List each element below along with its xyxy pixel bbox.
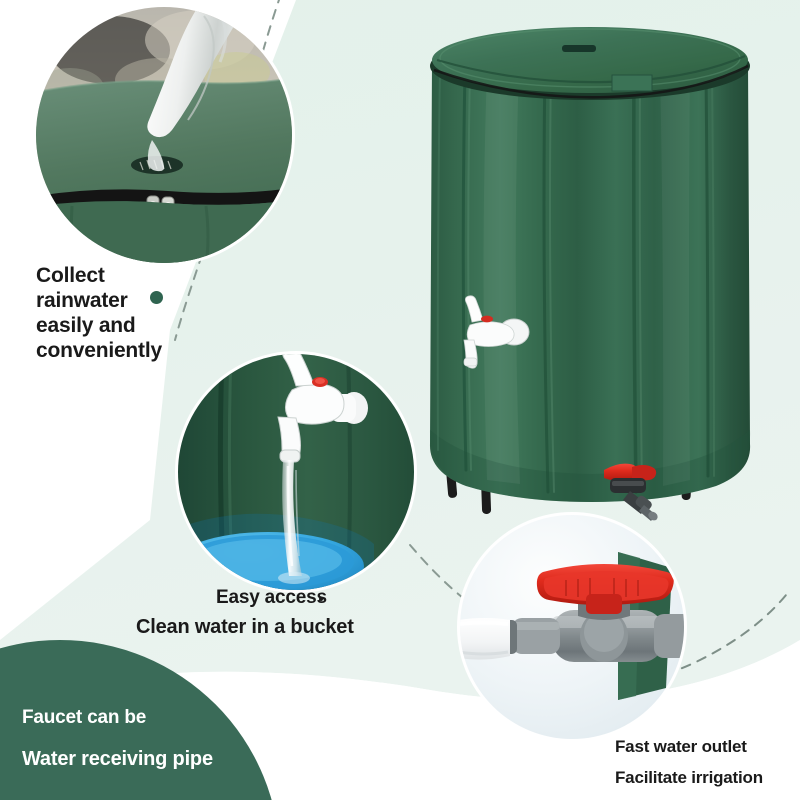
white-spigot-icon [277, 354, 368, 463]
callout-fast-water-outlet-line: Fast water outlet [615, 737, 747, 756]
separator-dot-icon [319, 597, 323, 601]
callout-facilitate-irrigation-line: Facilitate irrigation [615, 768, 763, 787]
collect-line-1: Collect [36, 264, 105, 287]
barrel-lid [430, 27, 750, 100]
callout-water-receiving-pipe-line: Water receiving pipe [22, 748, 213, 770]
barrel-white-spigot [463, 295, 530, 369]
collect-line-3: easily and [36, 314, 136, 337]
bullet-dot-icon [150, 291, 163, 304]
lid-tab [611, 74, 653, 92]
barrel-red-ball-valve [604, 463, 658, 521]
callout-clean-water-line: Clean water in a bucket [136, 616, 354, 638]
lid-inlet-slot [562, 45, 596, 52]
red-valve-handle [536, 564, 674, 614]
barrel-body [429, 62, 751, 502]
callout-collect-text: Collect rainwater easily and convenientl… [36, 263, 226, 363]
collect-line-2: rainwater [36, 289, 128, 312]
callout-faucet-line: Faucet can be [22, 707, 147, 728]
callout-easy-access-line: Easy access [216, 587, 327, 608]
bottom-left-green-blob [0, 640, 272, 800]
collect-line-4: conveniently [36, 339, 162, 362]
barrel-fold-seams [436, 64, 715, 494]
